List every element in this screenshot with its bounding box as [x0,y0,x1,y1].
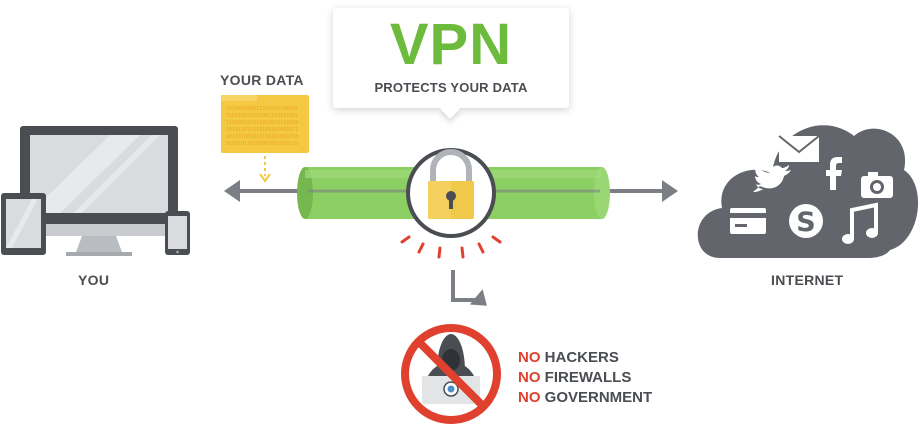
vpn-callout-card [333,8,569,108]
deflect-arrow-icon [451,270,487,306]
svg-text:001011010110100101001011: 001011010110100101001011 [226,127,298,133]
music-icon [842,202,878,244]
credit-card-icon [730,208,766,234]
svg-text:S: S [796,207,815,238]
svg-text:101001010011101010100101: 101001010011101010100101 [226,106,298,112]
data-folder-icon: 101001010011101010100101 010110100101001… [221,95,309,183]
vpn-subtitle: PROTECTS YOUR DATA [374,80,528,95]
svg-text:110100101011010010110100: 110100101011010010110100 [226,120,298,126]
threat-label: GOVERNMENT [544,389,653,406]
threat-prefix: NO [518,389,541,406]
tablet-icon [1,193,46,255]
internet-label: INTERNET [771,272,844,288]
prohibited-icon [401,324,501,424]
twitter-icon [753,165,791,192]
left-arrow-icon [224,180,240,202]
threat-item-hackers: NO HACKERS [518,348,652,368]
padlock-icon [406,148,496,238]
threats-list: NO HACKERS NO FIREWALLS NO GOVERNMENT [518,348,652,408]
threat-label: FIREWALLS [544,369,632,386]
svg-text:010110100101001110101001: 010110100101001110101001 [226,113,298,119]
camera-icon [861,172,893,198]
skype-icon: S [789,204,823,238]
svg-text:010010110101001011010110: 010010110101001011010110 [226,141,298,147]
alert-rays [400,235,502,259]
mail-icon [778,135,820,162]
threat-item-government: NO GOVERNMENT [518,388,652,408]
facebook-icon [826,157,842,190]
right-arrow-icon [662,180,678,202]
your-data-label: YOUR DATA [220,72,304,88]
monitor-icon [20,126,178,256]
threat-prefix: NO [518,349,541,366]
threat-item-firewalls: NO FIREWALLS [518,368,652,388]
threat-prefix: NO [518,369,541,386]
threat-label: HACKERS [544,349,619,366]
vpn-title: VPN [389,12,513,77]
phone-icon [165,211,190,255]
you-label: YOU [78,272,110,288]
svg-text:101101001010110101001010: 101101001010110101001010 [226,134,298,140]
